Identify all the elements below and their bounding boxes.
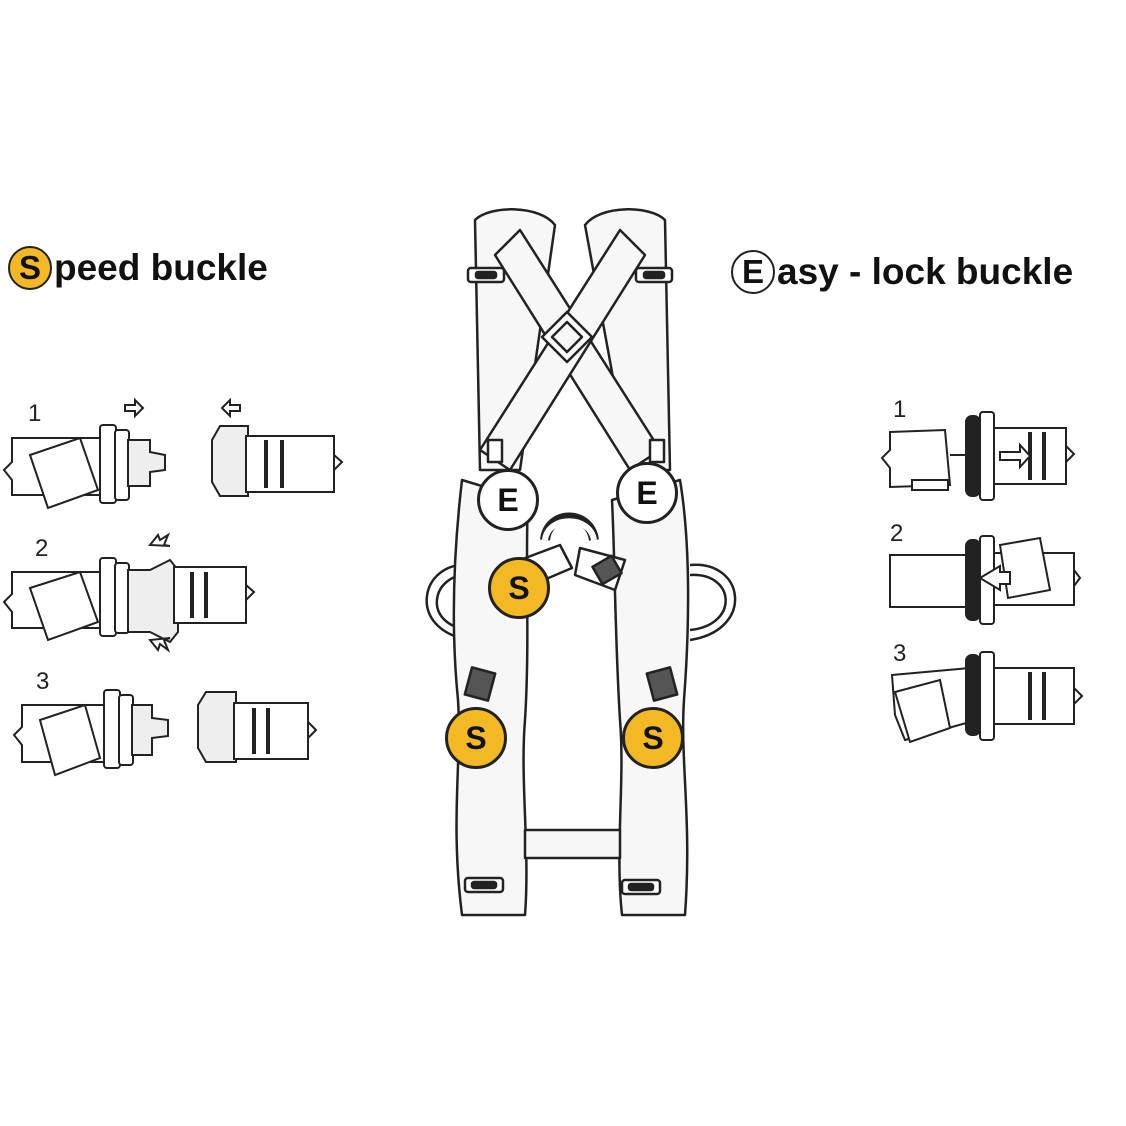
speed-step-2-illustration xyxy=(2,532,256,653)
speed-buckle-marker-left-leg: S xyxy=(445,707,507,769)
left-leg-strap xyxy=(452,478,530,917)
easy-lock-marker-left: E xyxy=(477,469,539,531)
speed-step-2: 2 xyxy=(35,535,49,562)
easy-lock-buckle-legend: E asy - lock buckle xyxy=(731,250,1073,294)
speed-step-1: 1 xyxy=(28,400,42,427)
easy-step-1-illustration xyxy=(880,411,1076,501)
easy-step-2: 2 xyxy=(890,520,904,547)
speed-step-3-illustration xyxy=(12,689,318,777)
right-leg-strap xyxy=(610,478,690,917)
harness-illustration xyxy=(425,208,737,917)
speed-step-1-illustration xyxy=(2,397,344,510)
speed-step-3: 3 xyxy=(36,668,50,695)
speed-buckle-marker-right-leg: S xyxy=(622,707,684,769)
speed-buckle-legend: S peed buckle xyxy=(8,246,268,290)
easy-step-3: 3 xyxy=(893,640,907,667)
speed-buckle-title: peed buckle xyxy=(54,247,268,288)
speed-buckle-marker-chest: S xyxy=(488,557,550,619)
easy-lock-marker-right: E xyxy=(616,462,678,524)
easy-step-3-illustration xyxy=(890,651,1084,744)
easy-step-2-illustration xyxy=(889,535,1082,625)
right-gear-loop-inner xyxy=(689,573,727,632)
leg-connector xyxy=(523,828,622,860)
easy-lock-buckle-title: asy - lock buckle xyxy=(777,251,1074,292)
speed-badge-icon: S xyxy=(8,246,52,290)
easy-badge-icon: E xyxy=(731,250,775,294)
right-gear-loop xyxy=(689,563,737,642)
easy-step-1: 1 xyxy=(893,396,907,423)
